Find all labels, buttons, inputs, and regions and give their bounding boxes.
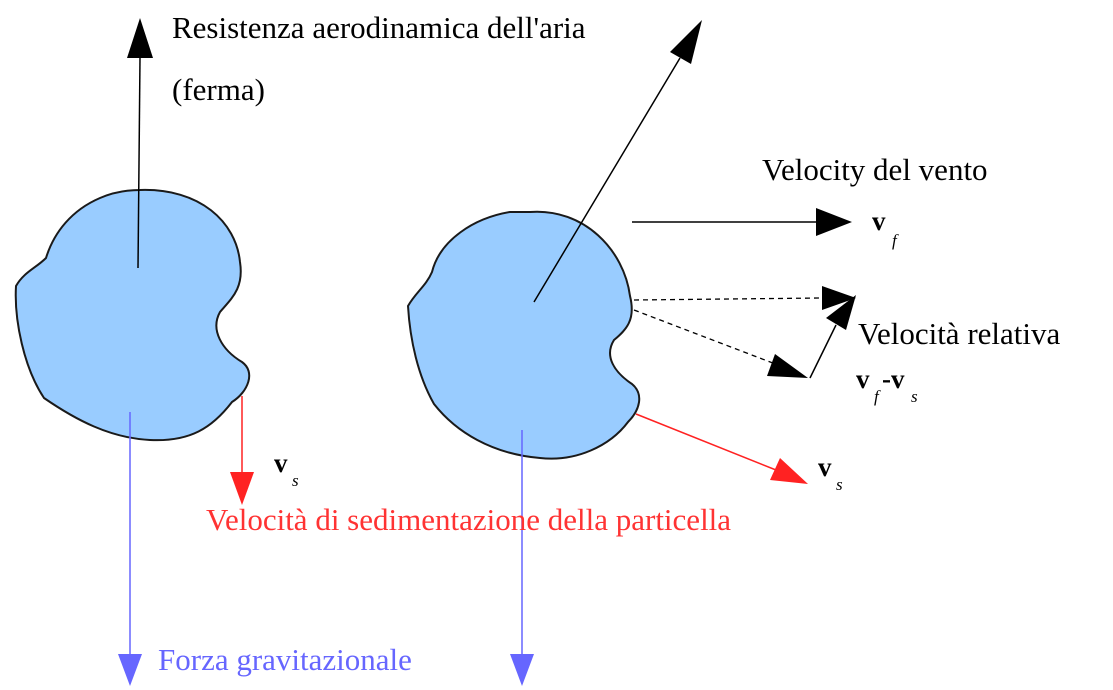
settling-velocity-label: Velocità di sedimentazione della partice… bbox=[206, 502, 731, 537]
drag-arrowhead-right bbox=[670, 20, 702, 64]
symbol-relative-minus: - bbox=[882, 364, 891, 394]
settling-arrow-right bbox=[635, 413, 777, 471]
drag-arrow-left bbox=[137, 57, 141, 269]
wind-velocity-arrowhead bbox=[816, 208, 852, 236]
symbol-vf-wind: v bbox=[872, 206, 886, 236]
relative-velocity-arrowhead bbox=[826, 295, 856, 330]
gravity-arrowhead-left bbox=[118, 654, 142, 686]
symbol-relative-sub-f: f bbox=[874, 387, 881, 406]
settling-arrowhead-left bbox=[230, 472, 254, 505]
wind-velocity-label: Velocity del vento bbox=[762, 152, 988, 187]
symbol-relative-v1: v bbox=[856, 364, 870, 394]
gravity-force-label: Forza gravitazionale bbox=[158, 642, 412, 677]
dashed-arrowhead-lower bbox=[767, 354, 808, 378]
symbol-vs-left-sub: s bbox=[292, 471, 299, 490]
particle-still-air bbox=[14, 188, 251, 442]
settling-arrowhead-right bbox=[770, 458, 808, 484]
dashed-arrow-upper bbox=[633, 297, 823, 301]
air-resistance-label: Resistenza aerodinamica dell'aria bbox=[172, 10, 586, 45]
air-still-label: (ferma) bbox=[172, 72, 265, 107]
particle-wind bbox=[406, 210, 641, 460]
dashed-arrowhead-upper bbox=[822, 286, 856, 310]
symbol-relative-sub-s: s bbox=[911, 387, 918, 406]
symbol-vf-wind-sub: f bbox=[892, 231, 899, 250]
relative-velocity-label: Velocità relativa bbox=[858, 316, 1060, 351]
symbol-vs-left: v bbox=[274, 448, 288, 478]
gravity-arrowhead-right bbox=[510, 654, 534, 686]
symbol-relative-v2: v bbox=[891, 364, 905, 394]
drag-arrowhead-left bbox=[127, 18, 153, 58]
relative-velocity-arrow bbox=[809, 324, 837, 379]
symbol-vs-right: v bbox=[818, 452, 832, 482]
dashed-arrow-lower bbox=[633, 309, 779, 366]
drag-arrow-right bbox=[533, 57, 681, 303]
symbol-vs-right-sub: s bbox=[836, 475, 843, 494]
